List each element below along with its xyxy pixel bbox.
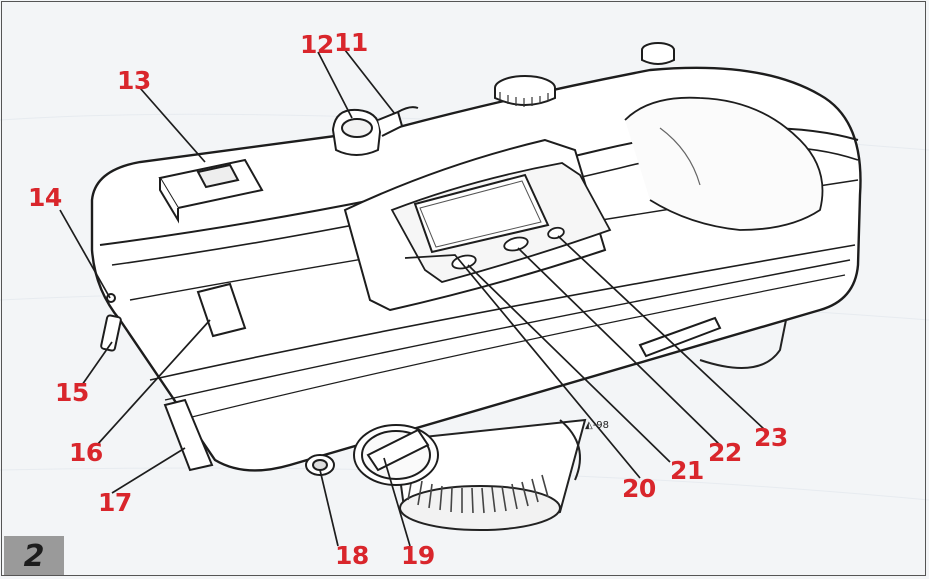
side-door bbox=[163, 398, 214, 472]
callout-21: 21 bbox=[670, 456, 704, 485]
button-22 bbox=[503, 236, 529, 252]
callout-13: 13 bbox=[117, 66, 151, 95]
top-dial-left bbox=[494, 75, 556, 107]
callout-12: 12 bbox=[300, 30, 334, 59]
lens-barrel bbox=[393, 418, 587, 531]
accessory-shoe bbox=[158, 158, 264, 224]
callout-20: 20 bbox=[622, 474, 656, 503]
figure-number-badge: 2 bbox=[4, 536, 64, 576]
button-23 bbox=[547, 226, 565, 240]
hand-grip bbox=[624, 96, 824, 231]
callout-16: 16 bbox=[69, 438, 103, 467]
slot-right bbox=[638, 316, 722, 358]
callout-14: 14 bbox=[28, 183, 62, 212]
callout-23: 23 bbox=[754, 423, 788, 452]
strap-lug bbox=[100, 293, 122, 352]
callout-17: 17 bbox=[98, 488, 132, 517]
callout-22: 22 bbox=[708, 438, 742, 467]
lcd-display bbox=[413, 173, 550, 254]
callout-15: 15 bbox=[55, 378, 89, 407]
top-dial-right bbox=[641, 42, 675, 65]
shutter-release bbox=[331, 106, 419, 156]
battery-cover bbox=[353, 424, 439, 486]
callout-11: 11 bbox=[334, 28, 368, 57]
leader-lines bbox=[59, 49, 766, 547]
callout-19: 19 bbox=[401, 541, 435, 570]
callout-18: 18 bbox=[335, 541, 369, 570]
